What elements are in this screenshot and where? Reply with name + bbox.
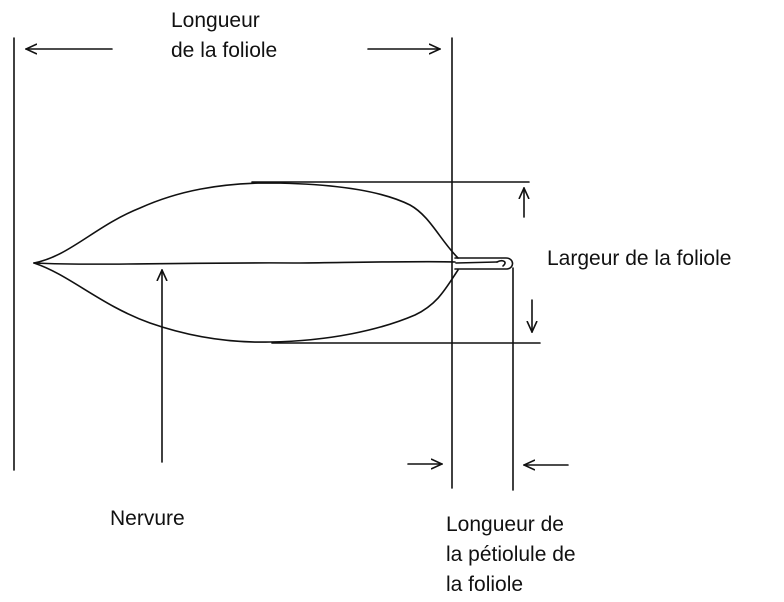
- leaflet-width-label-text: Largeur de la foliole: [547, 247, 732, 270]
- petiolule-length-label: Longueur de la pétiolule de la foliole: [446, 510, 576, 600]
- leaflet-length-label-line-1: Longueur: [171, 9, 260, 32]
- leaflet-upper-edge: [33, 182, 459, 264]
- vein-label: Nervure: [110, 504, 185, 534]
- petiolule-tip: [496, 259, 506, 267]
- leaflet-width-label: Largeur de la foliole: [547, 244, 731, 274]
- leaflet-lower-edge: [33, 262, 459, 343]
- leaflet-length-label-line-2: de la foliole: [171, 39, 278, 62]
- petiolule: [454, 257, 514, 270]
- leaflet-length-label: Longueur de la foliole: [171, 6, 277, 66]
- petiolule-length-label-line-1: Longueur de: [446, 513, 564, 536]
- petiolule-length-label-line-3: la foliole: [446, 573, 524, 596]
- midrib-vein: [33, 260, 456, 265]
- petiolule-midline: [455, 261, 498, 264]
- vein-label-text: Nervure: [110, 507, 185, 530]
- petiolule-length-label-line-2: la pétiolule de: [446, 543, 576, 566]
